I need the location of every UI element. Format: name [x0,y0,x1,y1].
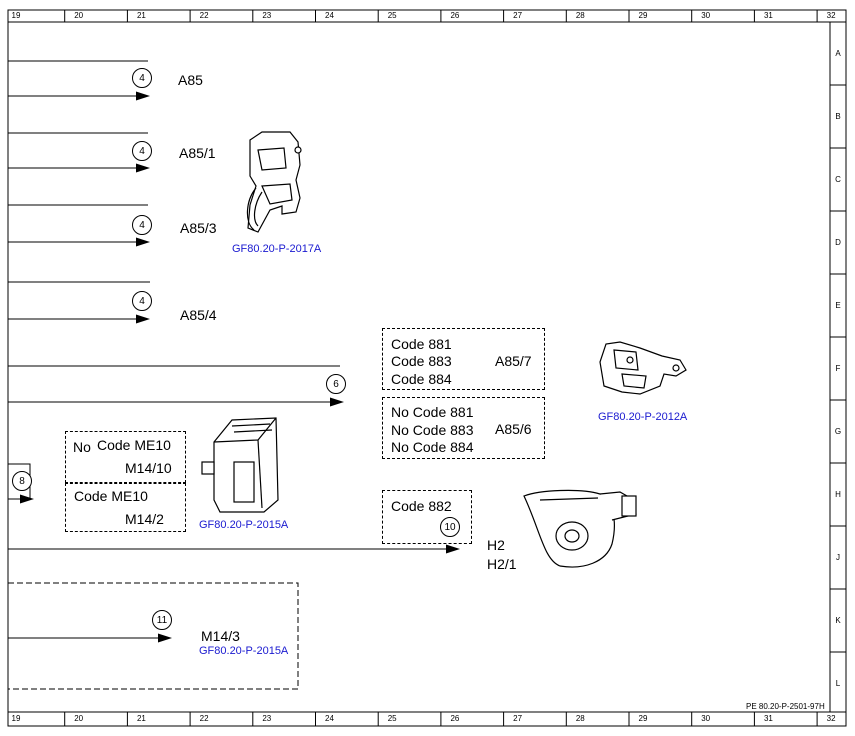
row-label: K [835,616,841,625]
row-label: F [835,364,841,373]
m14-3-region [8,582,299,690]
column-label: 27 [513,11,523,20]
label-a85-7: A85/7 [495,353,532,369]
code-box-882: Code 882 [382,490,472,544]
label-m14-10: M14/10 [125,460,172,476]
column-label: 22 [199,714,209,723]
column-label: 19 [11,11,21,20]
column-label: 30 [701,11,711,20]
column-label: 31 [763,11,773,20]
wires [8,60,458,639]
row-label: H [835,490,841,499]
connector-circle-a85: 4 [132,68,152,88]
row-label: C [835,175,841,184]
column-label: 31 [763,714,773,723]
label-a85: A85 [178,72,203,88]
connector-circle-a85-4: 4 [132,291,152,311]
code-box-no-me10: No Code ME10 M14/10 [65,431,186,483]
label-a85-6: A85/6 [495,421,532,437]
code-line: Code 882 [391,498,452,514]
column-label: 27 [513,714,523,723]
column-label: 26 [450,11,460,20]
column-label: 19 [11,714,21,723]
column-label: 24 [325,714,334,723]
column-label: 20 [74,714,84,723]
column-label: 23 [262,11,272,20]
code-no-word: No [73,439,91,455]
row-label: G [834,427,842,436]
code-line: Code 881 [391,336,452,352]
connector-circle-11: 11 [152,610,172,630]
code-line: No Code 883 [391,422,474,438]
ruler-ticks [64,10,846,726]
row-label: D [835,238,841,247]
reference-link-2015a-second[interactable]: GF80.20-P-2015A [199,645,289,657]
column-label: 29 [638,11,648,20]
outer-frame [7,9,847,727]
reference-link-2017a[interactable]: GF80.20-P-2017A [232,243,322,255]
column-label: 25 [387,11,397,20]
row-label: A [835,49,841,58]
column-label: 26 [450,714,460,723]
label-a85-1: A85/1 [179,145,216,161]
label-h2: H2 [487,537,505,553]
code-line: No Code 884 [391,439,474,455]
connector-circle-6: 6 [326,374,346,394]
code-line: Code 883 [391,353,452,369]
code-line: Code 884 [391,371,452,387]
label-h2-1: H2/1 [487,556,517,572]
column-label: 32 [826,11,836,20]
arrowheads [20,91,460,643]
column-label: 30 [701,714,711,723]
document-id: PE 80.20-P-2501-97H [746,702,825,711]
label-a85-4: A85/4 [180,307,217,323]
wire-8-bend [8,463,31,499]
column-label: 25 [387,714,397,723]
door-lock-drawing [246,131,302,233]
column-label: 28 [575,11,585,20]
column-label: 29 [638,714,648,723]
connector-circle-8: 8 [12,471,32,491]
row-label: L [835,679,841,688]
reference-link-2015a[interactable]: GF80.20-P-2015A [199,519,289,531]
column-label: 24 [325,11,334,20]
label-m14-3: M14/3 [201,628,240,644]
control-module-drawing [201,417,279,513]
horn-drawing [523,489,637,568]
connector-circle-a85-3: 4 [132,215,152,235]
label-m14-2: M14/2 [125,511,164,527]
connector-circle-10: 10 [440,517,460,537]
trunk-lock-drawing [599,341,687,395]
label-a85-3: A85/3 [180,220,217,236]
code-me10-text: Code ME10 [97,437,171,453]
connector-circle-a85-1: 4 [132,141,152,161]
code-box-a85-7: Code 881 Code 883 Code 884 A85/7 [382,328,545,390]
column-label: 28 [575,714,585,723]
column-label: 21 [136,11,146,20]
row-label: B [835,112,841,121]
code-box-me10: Code ME10 M14/2 [65,483,186,532]
code-me10-text: Code ME10 [74,488,148,504]
code-line: No Code 881 [391,404,474,420]
column-label: 21 [136,714,146,723]
code-box-a85-6: No Code 881 No Code 883 No Code 884 A85/… [382,397,545,459]
row-label: J [836,553,840,562]
column-label: 20 [74,11,84,20]
column-label: 32 [826,714,836,723]
reference-link-2012a[interactable]: GF80.20-P-2012A [598,411,688,423]
column-label: 22 [199,11,209,20]
column-label: 23 [262,714,272,723]
row-label: E [835,301,841,310]
